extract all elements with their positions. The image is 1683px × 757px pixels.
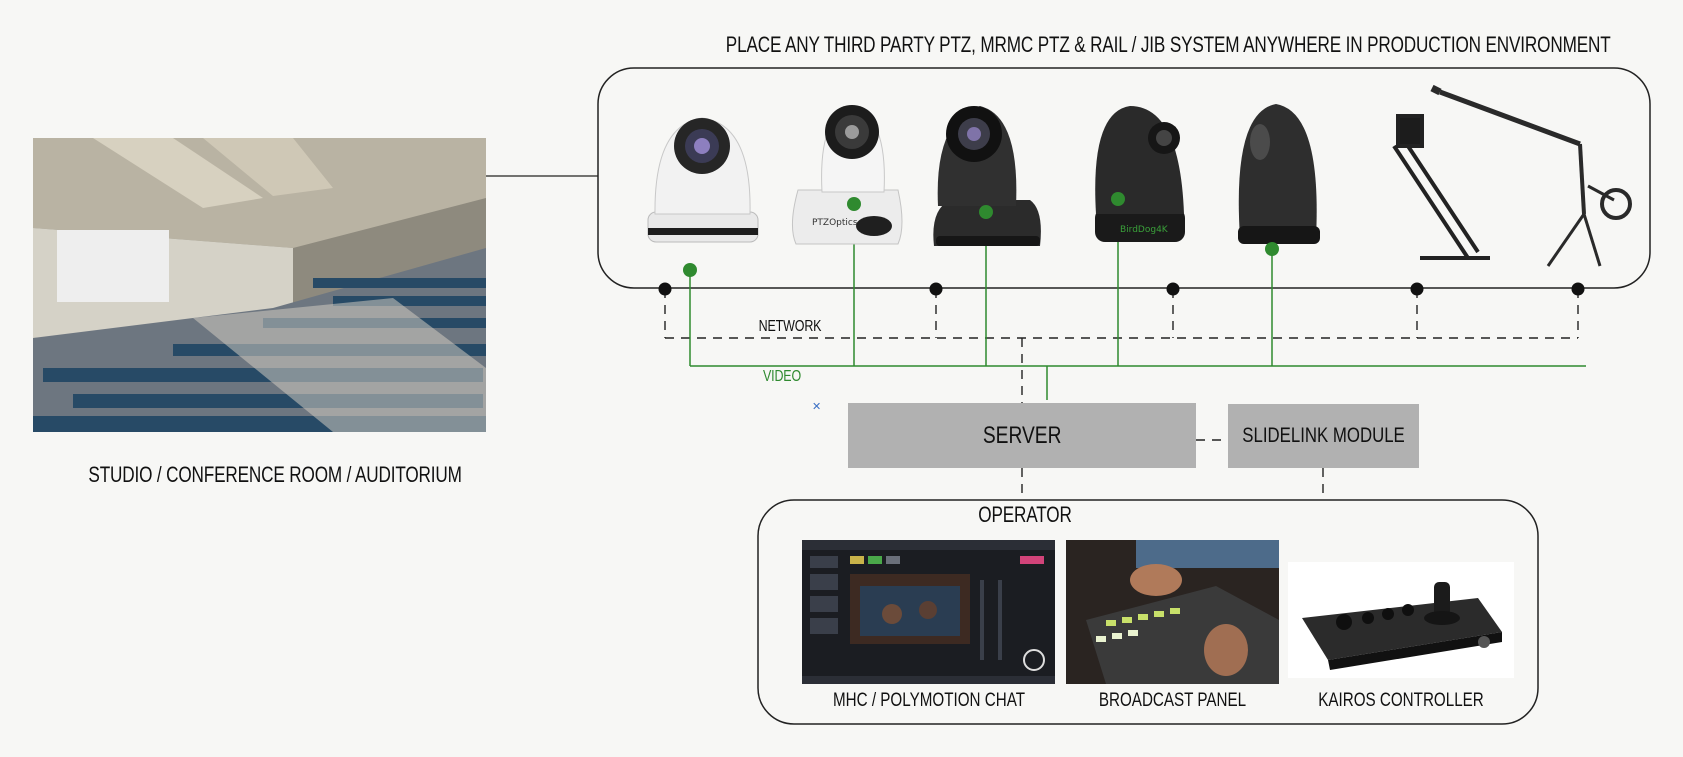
ptzoptics-camera: PTZOptics — [792, 105, 903, 245]
slidelink-module-box: SLIDELINK MODULE — [1228, 404, 1419, 468]
network-nodes — [658, 282, 1585, 296]
slidelink-label: SLIDELINK MODULE — [1242, 424, 1405, 447]
server-box: SERVER — [848, 403, 1196, 468]
jib-system — [1430, 84, 1632, 267]
kairos-caption: KAIROS CONTROLLER — [1318, 690, 1484, 711]
auditorium-photo — [33, 138, 486, 432]
white-ptz-camera — [647, 117, 759, 243]
network-label: NETWORK — [758, 318, 822, 335]
birddog-brand: BirdDog4K — [1120, 225, 1169, 235]
network-lines — [664, 289, 1579, 500]
kairos-controller-photo — [1288, 562, 1514, 678]
broadcast-panel-photo — [1066, 540, 1279, 684]
video-nodes — [683, 192, 1279, 277]
server-label: SERVER — [982, 421, 1062, 449]
video-label: VIDEO — [762, 368, 802, 385]
diagram-title: PLACE ANY THIRD PARTY PTZ, MRMC PTZ & RA… — [725, 32, 1611, 57]
dome-camera — [1238, 104, 1320, 244]
ptzoptics-brand: PTZOptics — [812, 218, 858, 228]
studio-label: STUDIO / CONFERENCE ROOM / AUDITORIUM — [88, 462, 462, 487]
mhc-caption: MHC / POLYMOTION CHAT — [833, 690, 1025, 711]
mhc-software-screenshot — [802, 540, 1055, 684]
camera-group-frame — [597, 67, 1651, 289]
operator-label: OPERATOR — [978, 502, 1072, 527]
broadcast-panel-caption: BROADCAST PANEL — [1098, 690, 1247, 711]
birddog-camera: BirdDog4K — [1095, 106, 1185, 242]
rail-system — [1392, 114, 1490, 260]
operator-group-frame — [757, 499, 1539, 725]
close-icon: ✕ — [812, 401, 822, 413]
black-ptz-camera — [933, 106, 1041, 246]
